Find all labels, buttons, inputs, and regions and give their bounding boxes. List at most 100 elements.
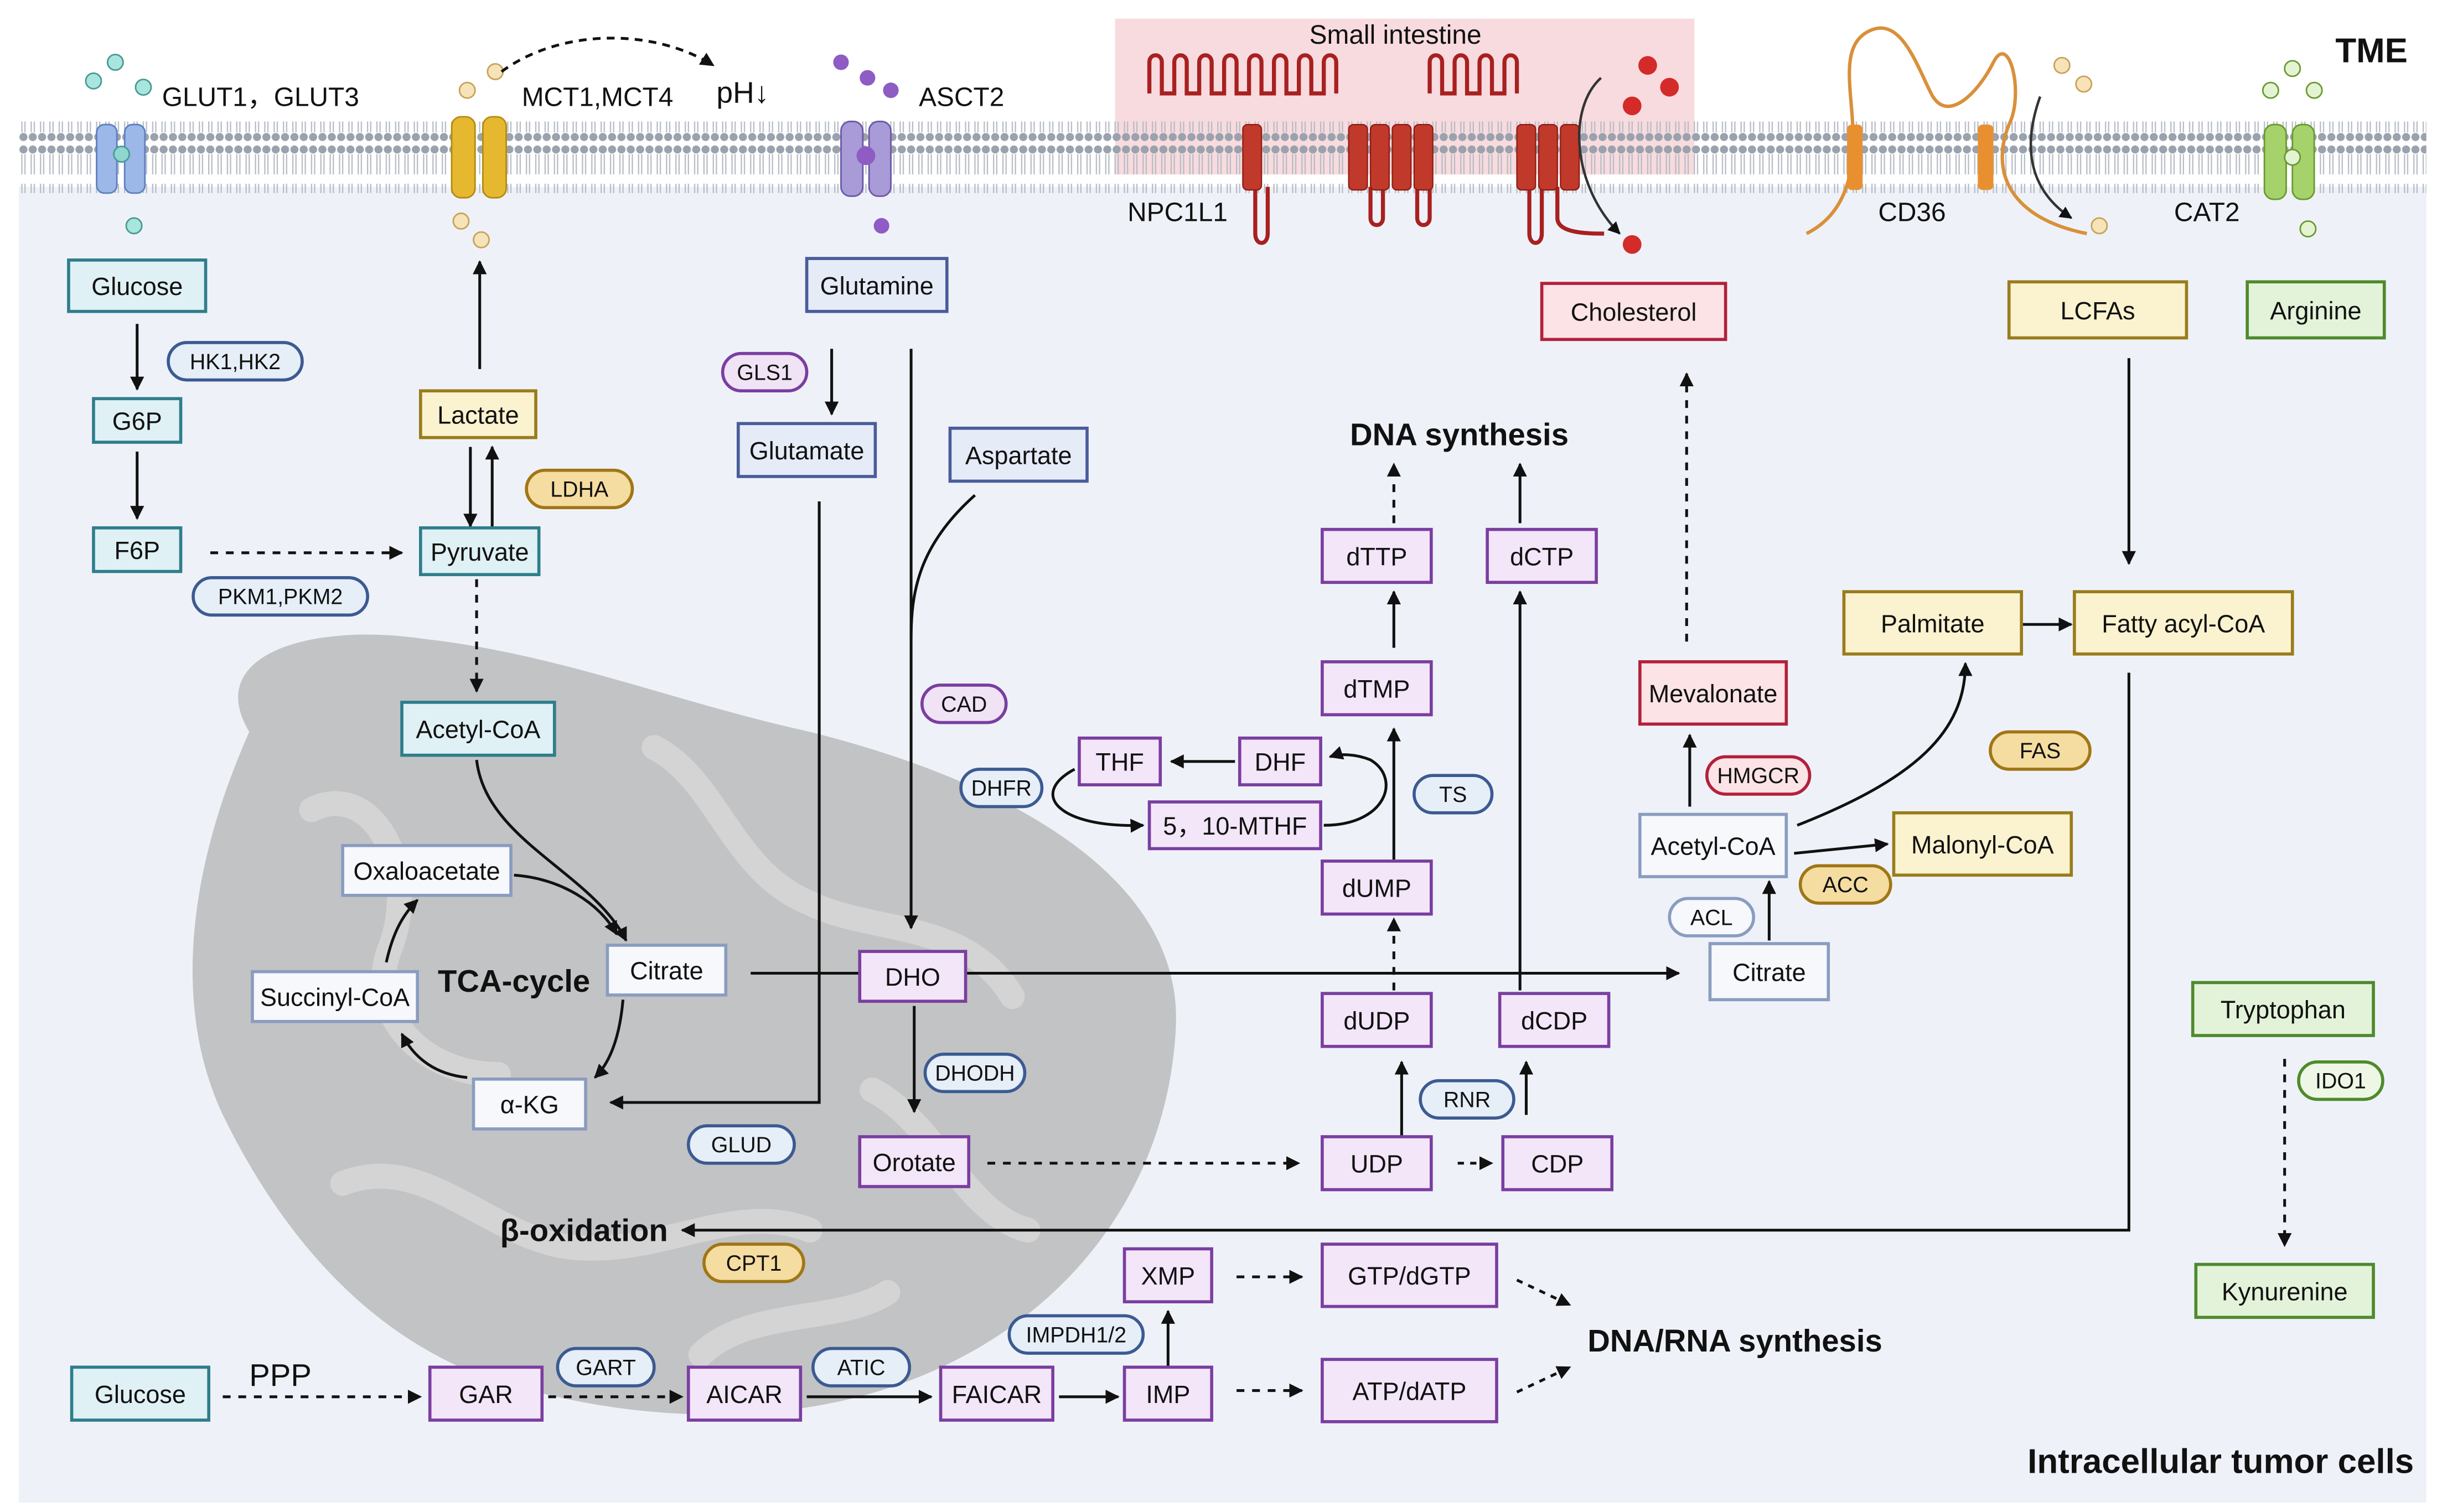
metabolite-dctp: dCTP [1510,542,1574,571]
metabolite-atp: ATP/dATP [1352,1377,1466,1405]
metabolite-dho: DHO [885,963,940,991]
node-box-dtmp [1321,660,1433,717]
cell-membrane [18,121,2427,193]
node-box-lcfas [2007,280,2189,340]
metabolite-dcdp: dCDP [1521,1007,1587,1035]
node-box-mthf [1147,800,1322,851]
mct-transporter [451,63,507,248]
enzyme-pill-acc [1798,864,1892,905]
metabolite-palmitate: Palmitate [1881,609,1985,638]
metabolite-succinyl-coa: Succinyl-CoA [260,983,410,1012]
beta-oxidation-label: β-oxidation [500,1213,668,1247]
node-box-palmitate [1842,590,2024,656]
node-box-fatty-acyl-coa [2073,590,2294,656]
node-box-acetyl-coa-cyto [1638,812,1788,878]
metabolite-thf: THF [1095,748,1144,776]
node-box-gtp [1321,1242,1498,1308]
node-box-thf [1078,736,1162,786]
metabolite-dhf: DHF [1255,748,1306,776]
metabolite-f6p: F6P [114,536,160,565]
enzyme-dhfr: DHFR [971,776,1032,801]
node-box-glutamate [736,422,877,478]
metabolite-imp: IMP [1146,1380,1190,1409]
node-box-udp [1321,1135,1433,1192]
enzyme-ido1: IDO1 [2315,1069,2366,1094]
node-box-citrate-mito [606,944,728,997]
node-box-dcdp [1498,992,1611,1048]
metabolite-arginine: Arginine [2270,297,2361,325]
node-box-oxaloacetate [341,843,513,897]
enzyme-pill-acl [1668,897,1756,938]
metabolite-orotate: Orotate [873,1148,956,1177]
glut-transporter [85,54,152,235]
cd36-transporter [1805,26,2108,236]
mct-label: MCT1,MCT4 [522,82,674,112]
arrow-thf-mthf [1051,768,1145,833]
node-box-tryptophan [2191,981,2375,1037]
enzyme-pill-atic [811,1347,912,1387]
cd36-label: CD36 [1878,198,1946,227]
metabolite-pyruvate: Pyruvate [431,538,529,566]
enzyme-ldha: LDHA [550,478,609,502]
enzyme-pill-gls1 [721,351,809,393]
node-box-acetyl-coa-mito [400,701,556,757]
node-box-akg [472,1078,587,1131]
metabolite-lactate: Lactate [437,401,519,429]
arrow-atp-rna [1516,1366,1571,1394]
metabolite-dudp: dUDP [1343,1007,1410,1035]
enzyme-hmgcr: HMGCR [1717,764,1799,788]
enzyme-dhodh: DHODH [935,1061,1015,1086]
metabolite-glucose-top: Glucose [91,272,183,301]
metabolite-cholesterol: Cholesterol [1571,298,1697,327]
node-box-mevalonate [1638,660,1788,726]
metabolite-fatty-acyl-coa: Fatty acyl-CoA [2102,609,2265,638]
asct2-transporter [833,54,899,234]
enzyme-hk: HK1,HK2 [190,350,281,374]
metabolite-aicar: AICAR [706,1380,783,1409]
enzyme-glud: GLUD [711,1133,772,1157]
node-box-dho [858,950,968,1003]
metabolite-glucose-bottom: Glucose [95,1380,186,1409]
metabolite-glutamate: Glutamate [749,437,865,465]
enzyme-pill-cad [920,683,1008,724]
glut-label: GLUT1，GLUT3 [162,82,359,112]
enzyme-pill-hmgcr [1705,755,1812,796]
node-box-g6p [92,397,183,444]
asct2-label: ASCT2 [919,82,1004,112]
arrow-fattyacyl-betaox [680,672,2130,1237]
metabolite-acetyl-coa-cyto: Acetyl-CoA [1651,832,1776,861]
node-box-dctp [1486,527,1598,584]
node-box-glucose-top [67,258,208,313]
enzyme-impdh: IMPDH1/2 [1026,1323,1127,1347]
arrow-aspartate-dho [909,494,976,639]
metabolite-aspartate: Aspartate [965,441,1072,469]
arrow-acetylcoa-citrate [475,759,628,942]
enzyme-rnr: RNR [1444,1088,1491,1112]
node-box-faicar [939,1365,1054,1422]
node-box-atp [1321,1358,1498,1423]
metabolite-mevalonate: Mevalonate [1649,680,1778,708]
ph-label: pH↓ [716,77,769,110]
arrow-succinyl-oxaloacetate [385,899,418,963]
cholesterol-entry-arrow [1577,77,1621,235]
metabolite-dttp: dTTP [1346,542,1407,571]
enzyme-cad: CAD [941,692,987,717]
node-box-dttp [1321,527,1433,584]
metabolite-acetyl-coa-mito: Acetyl-CoA [416,716,540,744]
metabolite-dtmp: dTMP [1343,675,1410,703]
arrow-mthf-dhf [1323,746,1388,827]
enzyme-gls1: GLS1 [737,361,793,385]
metabolite-lcfas: LCFAs [2061,297,2135,325]
node-box-citrate-cyto [1708,942,1830,1002]
node-box-f6p [92,526,183,573]
enzyme-pill-gart [556,1347,656,1387]
enzyme-fas: FAS [2020,739,2061,763]
enzyme-atic: ATIC [837,1355,886,1380]
metabolite-malonyl-coa: Malonyl-CoA [1911,831,2054,859]
arrow-acetylcoa-malonyl [1794,838,1889,855]
dna-synthesis-label: DNA synthesis [1350,417,1569,452]
npc1l1-label: NPC1L1 [1127,198,1228,227]
npc1l1-helices [1242,123,1580,191]
arrow-akg-succinyl [400,1032,468,1079]
enzyme-gart: GART [576,1355,636,1380]
